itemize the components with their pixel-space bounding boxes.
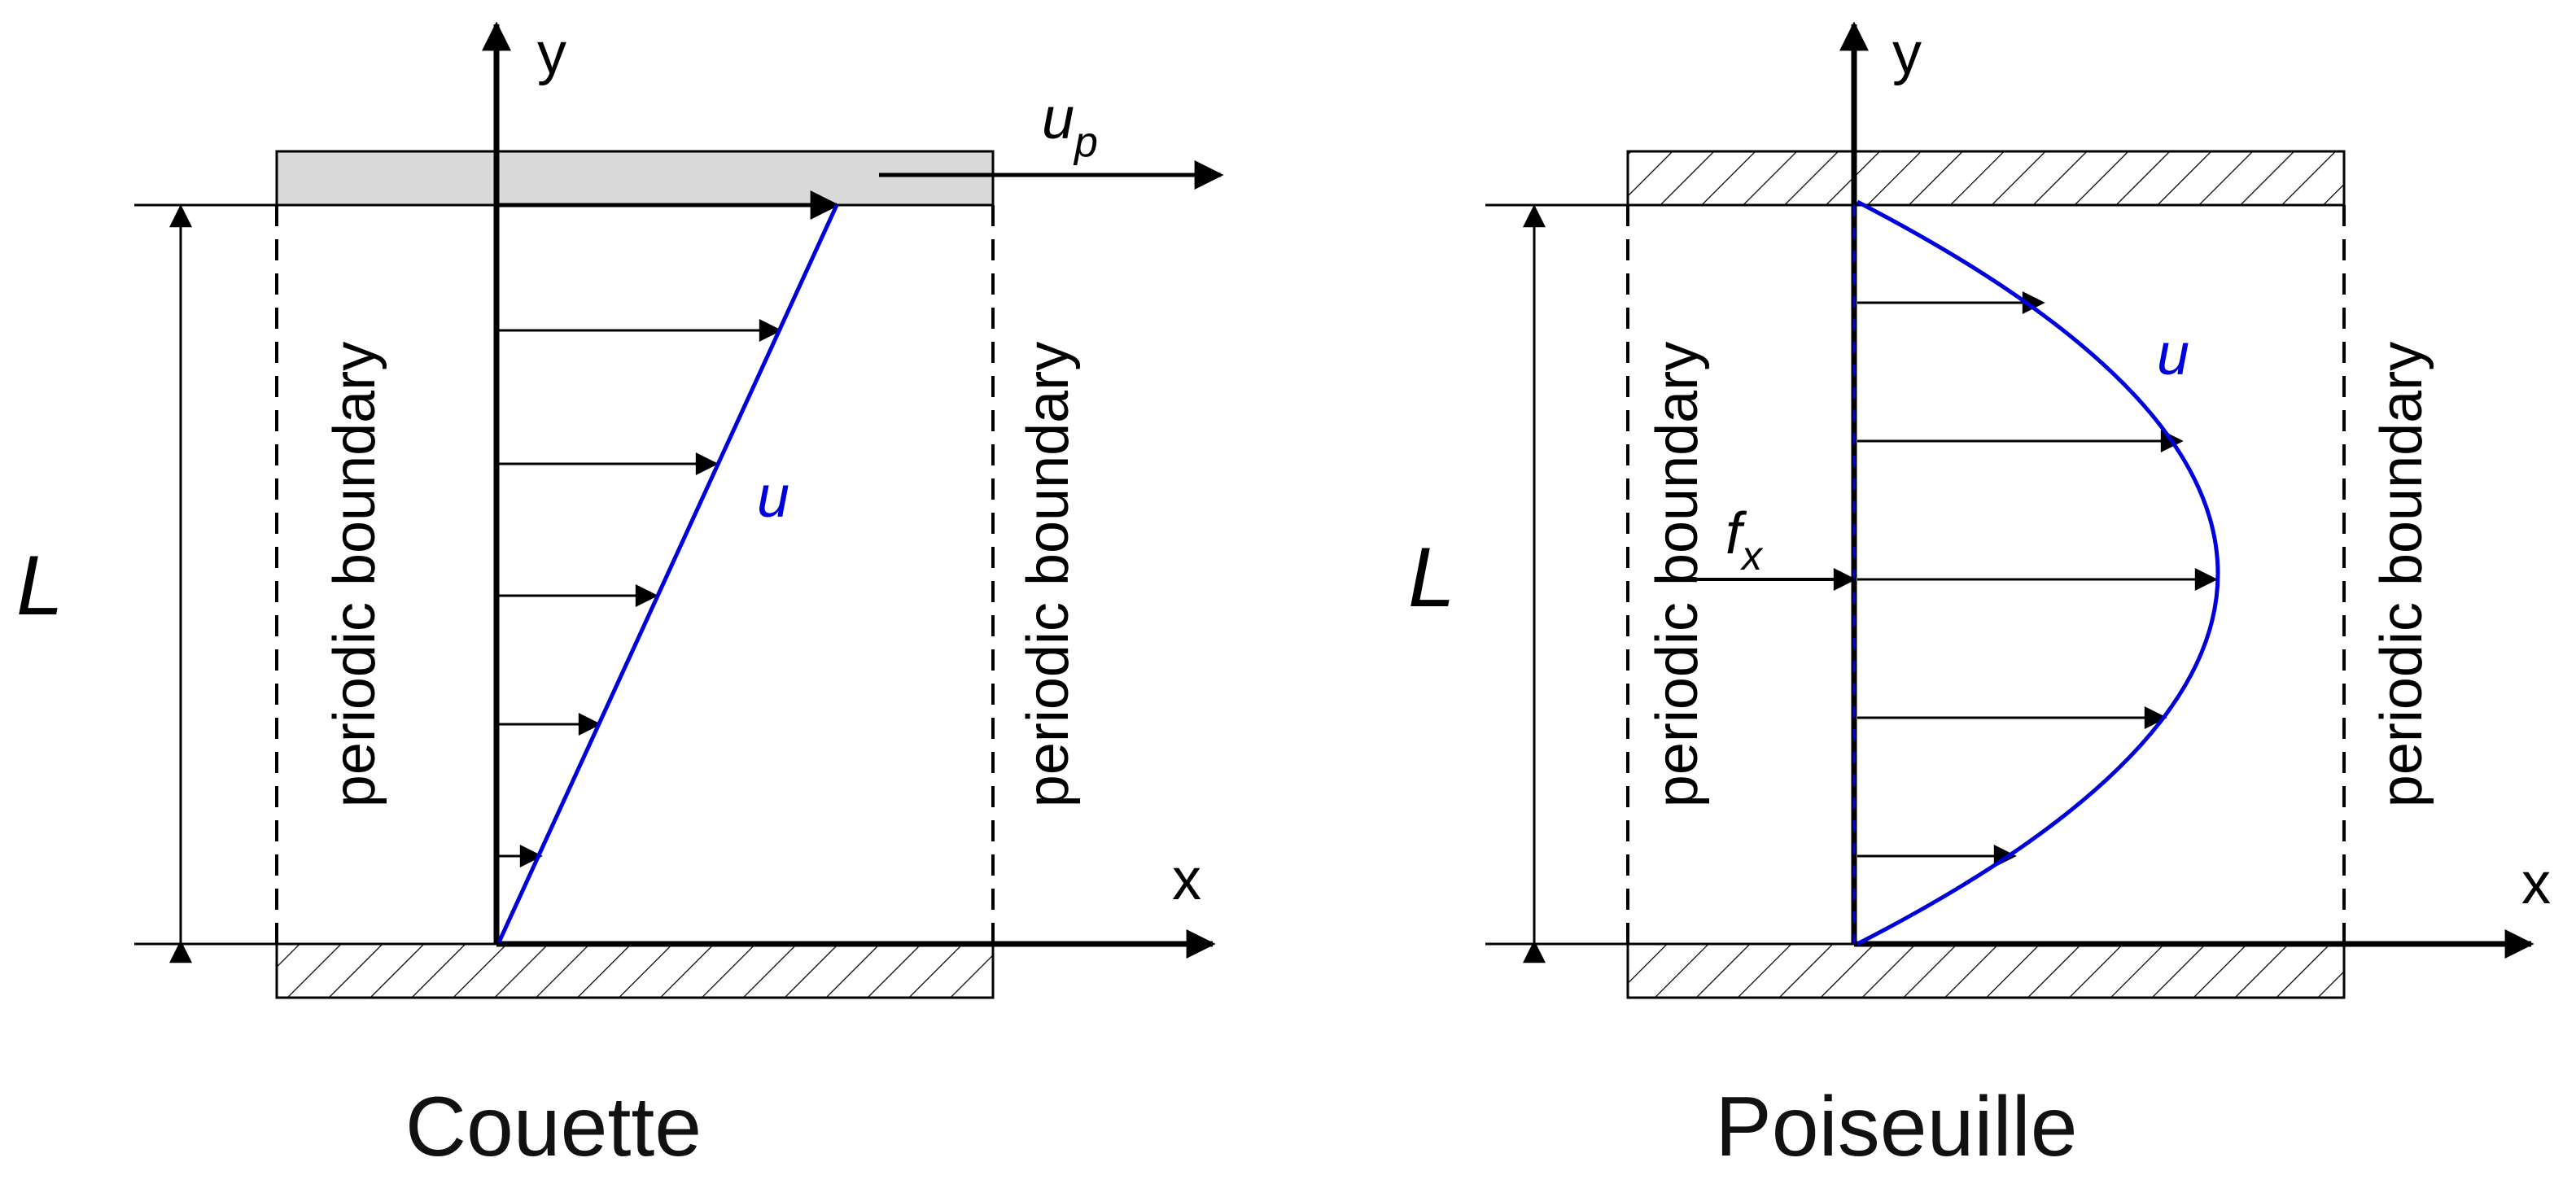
- poiseuille-panel: L x y fx u periodic boundary periodic bo…: [1408, 21, 2551, 1174]
- height-label: L: [16, 539, 63, 633]
- body-force-label: fx: [1725, 501, 1764, 579]
- left-boundary-label: periodic boundary: [1645, 342, 1710, 807]
- x-axis-label: x: [2521, 851, 2551, 916]
- bottom-wall: [275, 942, 995, 999]
- x-axis-label: x: [1172, 847, 1201, 912]
- velocity-label: u: [2157, 322, 2189, 387]
- parabolic-velocity-profile: [1856, 199, 2220, 946]
- right-boundary-label: periodic boundary: [2369, 342, 2434, 807]
- bottom-wall: [1626, 942, 2346, 999]
- right-boundary-label: periodic boundary: [1016, 342, 1081, 807]
- y-axis-label: y: [1892, 21, 1922, 86]
- poiseuille-title: Poiseuille: [1715, 1080, 2077, 1174]
- velocity-label: u: [757, 465, 789, 530]
- plate-velocity-label: up: [1042, 86, 1098, 166]
- couette-title: Couette: [405, 1080, 702, 1174]
- left-boundary-label: periodic boundary: [322, 342, 387, 807]
- couette-panel: L x y up u periodic boundary periodic bo…: [16, 21, 1224, 1174]
- height-label: L: [1408, 531, 1455, 625]
- top-wall: [1626, 150, 2346, 207]
- linear-velocity-profile: [496, 203, 839, 944]
- y-axis-label: y: [537, 21, 566, 86]
- moving-plate: [275, 150, 995, 207]
